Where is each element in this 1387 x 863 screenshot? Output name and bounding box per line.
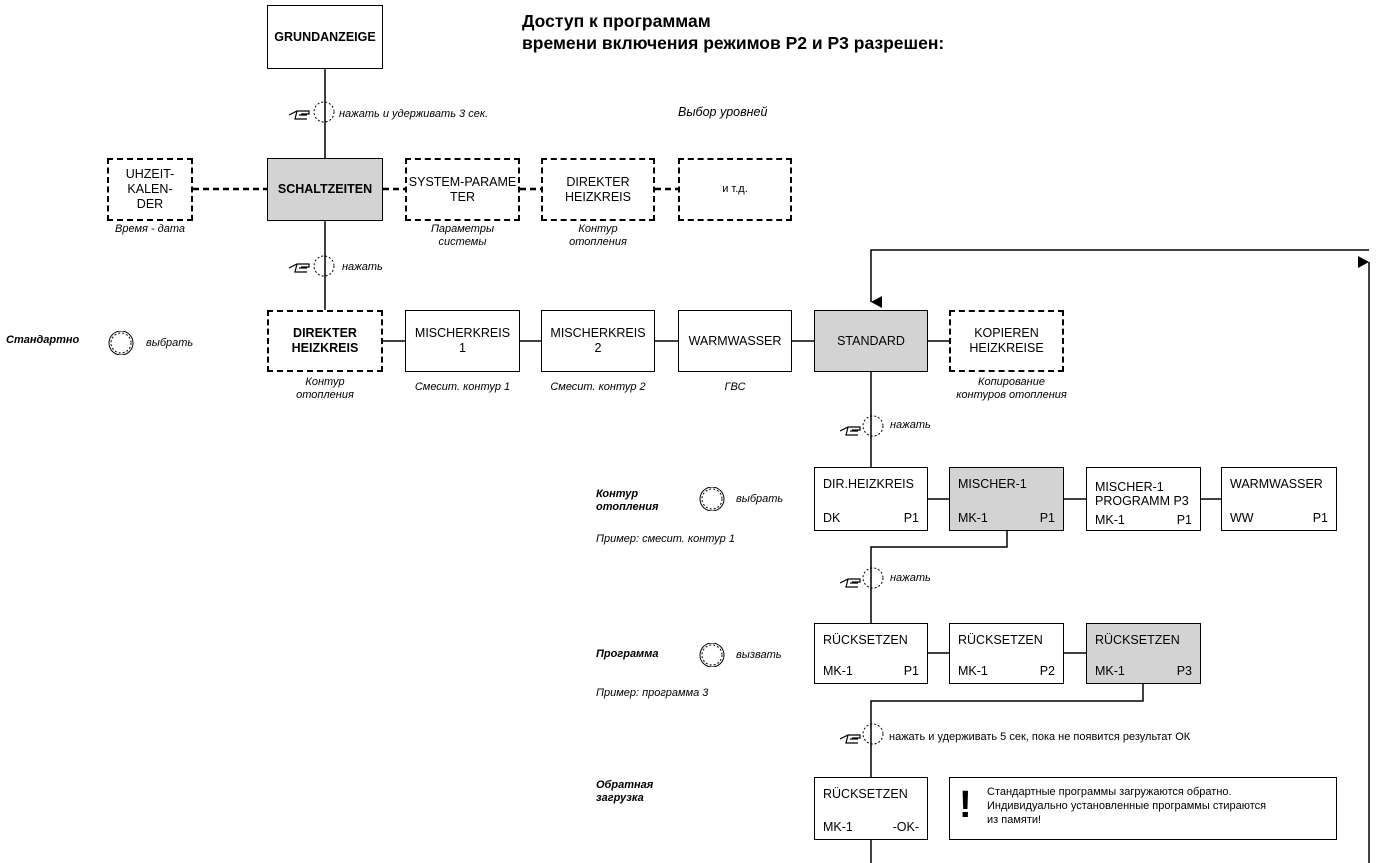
label-reload: Обратная загрузка [596, 779, 654, 804]
press-hand-icon [839, 578, 861, 588]
circuit-box-direkter-heizkreis[interactable]: DIREKTER HEIZKREIS [267, 310, 383, 372]
circuit-box-label: STANDARD [837, 333, 905, 348]
heating-box-title: DIR.HEIZKREIS [823, 477, 914, 491]
action-press: нажать [890, 419, 931, 431]
action-press-hold-3: нажать и удерживать 3 сек. [339, 108, 489, 120]
level-box-system-parameter[interactable]: SYSTEM-PARAME TER [405, 158, 520, 221]
warning-exclamation-icon: ! [959, 784, 972, 826]
program-box-p2[interactable]: RÜCKSETZEN MK-1 P2 [949, 623, 1064, 684]
circuit-box-label: WARMWASSER [688, 333, 782, 348]
example-circuit: Пример: смесит. контур 1 [596, 533, 735, 545]
program-box-circuit: MK-1 [1095, 664, 1125, 678]
press-hand-icon [288, 110, 310, 120]
heating-box-dir-heizkreis[interactable]: DIR.HEIZKREIS DK P1 [814, 467, 928, 531]
level-box-label: UHZEIT-KALEN- DER [125, 167, 175, 211]
heating-box-circuit: DK [823, 511, 841, 525]
level-box-label: DIREKTER HEIZKREIS [565, 174, 631, 204]
circuit-box-label: MISCHERKREIS 1 [414, 326, 511, 355]
level-caption-heizkreis: Контур отопления [569, 223, 627, 248]
label-standard: Стандартно [6, 334, 80, 346]
heating-box-mischer-1-p3[interactable]: MISCHER-1 PROGRAMM P3 MK-1 P1 [1086, 467, 1201, 531]
circuit-box-label: KOPIEREN HEIZKREISE [969, 326, 1044, 355]
warning-text: Стандартные программы загружаются обратн… [987, 786, 1267, 826]
dial-knob-icon [313, 255, 335, 277]
action-press: нажать [890, 572, 931, 584]
title-line-2: времени включения режимов P2 и P3 разреш… [522, 33, 945, 53]
press-hand-icon [288, 263, 310, 273]
program-box-p1[interactable]: RÜCKSETZEN MK-1 P1 [814, 623, 928, 684]
program-box-p3[interactable]: RÜCKSETZEN MK-1 P3 [1086, 623, 1201, 684]
heating-box-program: P1 [1176, 513, 1192, 527]
action-select: выбрать [736, 493, 784, 505]
reset-box-title: RÜCKSETZEN [823, 787, 908, 801]
dial-knob-icon [862, 723, 884, 745]
circuit-box-standard[interactable]: STANDARD [814, 310, 928, 372]
title-line-1: Доступ к программам [522, 11, 711, 31]
level-box-uhrzeit-kalender[interactable]: UHZEIT-KALEN- DER [107, 158, 193, 221]
level-caption-system: Параметры системы [430, 223, 495, 248]
press-hand-icon [839, 734, 861, 744]
label-circuit: Контур отопления [596, 488, 659, 513]
program-box-program: P1 [903, 664, 919, 678]
reset-box-status: -OK- [892, 820, 919, 834]
dial-knob-icon [862, 415, 884, 437]
program-box-title: RÜCKSETZEN [823, 633, 908, 647]
level-box-schaltzeiten[interactable]: SCHALTZEITEN [267, 158, 383, 221]
circuit-box-mischerkreis-1[interactable]: MISCHERKREIS 1 [405, 310, 520, 372]
reset-ok-box[interactable]: RÜCKSETZEN MK-1 -OK- [814, 777, 928, 840]
circuit-box-label: MISCHERKREIS 2 [550, 326, 646, 355]
level-box-label: SCHALTZEITEN [277, 182, 373, 196]
dial-knob-icon [108, 331, 134, 355]
heating-box-circuit: MK-1 [958, 511, 988, 525]
action-press: нажать [342, 261, 383, 273]
circuit-caption-mk1: Смесит. контур 1 [414, 381, 511, 393]
dial-knob-icon [699, 643, 725, 667]
level-select-label: Выбор уровней [678, 105, 768, 119]
dial-knob-icon [862, 567, 884, 589]
dial-knob-icon [699, 487, 725, 511]
circuit-caption-kopieren: Копирование контуров отопления [956, 376, 1067, 401]
program-box-circuit: MK-1 [823, 664, 853, 678]
level-box-direkter-heizkreis[interactable]: DIREKTER HEIZKREIS [541, 158, 655, 221]
dial-knob-icon [313, 101, 335, 123]
grundanzeige-box[interactable]: GRUNDANZEIGE [267, 5, 383, 69]
circuit-caption-heizkreis: Контур отопления [296, 376, 354, 401]
heating-box-title: MISCHER-1 PROGRAMM P3 [1095, 480, 1189, 508]
program-box-title: RÜCKSETZEN [1095, 633, 1180, 647]
press-hand-icon [839, 426, 861, 436]
program-box-program: P3 [1176, 664, 1192, 678]
action-press-hold-5: нажать и удерживать 5 сек, пока не появи… [889, 731, 1191, 743]
heating-box-warmwasser[interactable]: WARMWASSER WW P1 [1221, 467, 1337, 531]
program-box-title: RÜCKSETZEN [958, 633, 1043, 647]
heating-box-title: MISCHER-1 [958, 477, 1027, 491]
heating-box-program: P1 [1039, 511, 1055, 525]
program-box-circuit: MK-1 [958, 664, 988, 678]
circuit-box-warmwasser[interactable]: WARMWASSER [678, 310, 792, 372]
circuit-caption-ww: ГВС [724, 381, 746, 393]
level-box-etc[interactable]: и т.д. [678, 158, 792, 221]
level-box-label: и т.д. [722, 183, 748, 195]
level-caption-uhrzeit: Время - дата [115, 223, 185, 235]
heating-box-title: WARMWASSER [1230, 477, 1323, 491]
circuit-box-kopieren[interactable]: KOPIEREN HEIZKREISE [949, 310, 1064, 372]
heating-box-circuit: MK-1 [1095, 513, 1125, 527]
action-call: вызвать [736, 649, 782, 661]
label-program: Программа [596, 648, 659, 660]
program-box-program: P2 [1039, 664, 1055, 678]
example-program: Пример: программа 3 [596, 687, 709, 699]
circuit-box-label: DIREKTER HEIZKREIS [291, 326, 359, 355]
heating-box-circuit: WW [1230, 511, 1254, 525]
level-box-label: SYSTEM-PARAME TER [408, 174, 517, 204]
action-select: выбрать [146, 337, 194, 349]
heating-box-program: P1 [903, 511, 919, 525]
reset-box-circuit: MK-1 [823, 820, 853, 834]
warning-note: ! Стандартные программы загружаются обра… [949, 777, 1337, 840]
circuit-box-mischerkreis-2[interactable]: MISCHERKREIS 2 [541, 310, 655, 372]
heating-box-mischer-1[interactable]: MISCHER-1 MK-1 P1 [949, 467, 1064, 531]
diagram-title: Доступ к программам времени включения ре… [522, 10, 944, 54]
circuit-caption-mk2: Смесит. контур 2 [550, 381, 646, 393]
heating-box-program: P1 [1312, 511, 1328, 525]
